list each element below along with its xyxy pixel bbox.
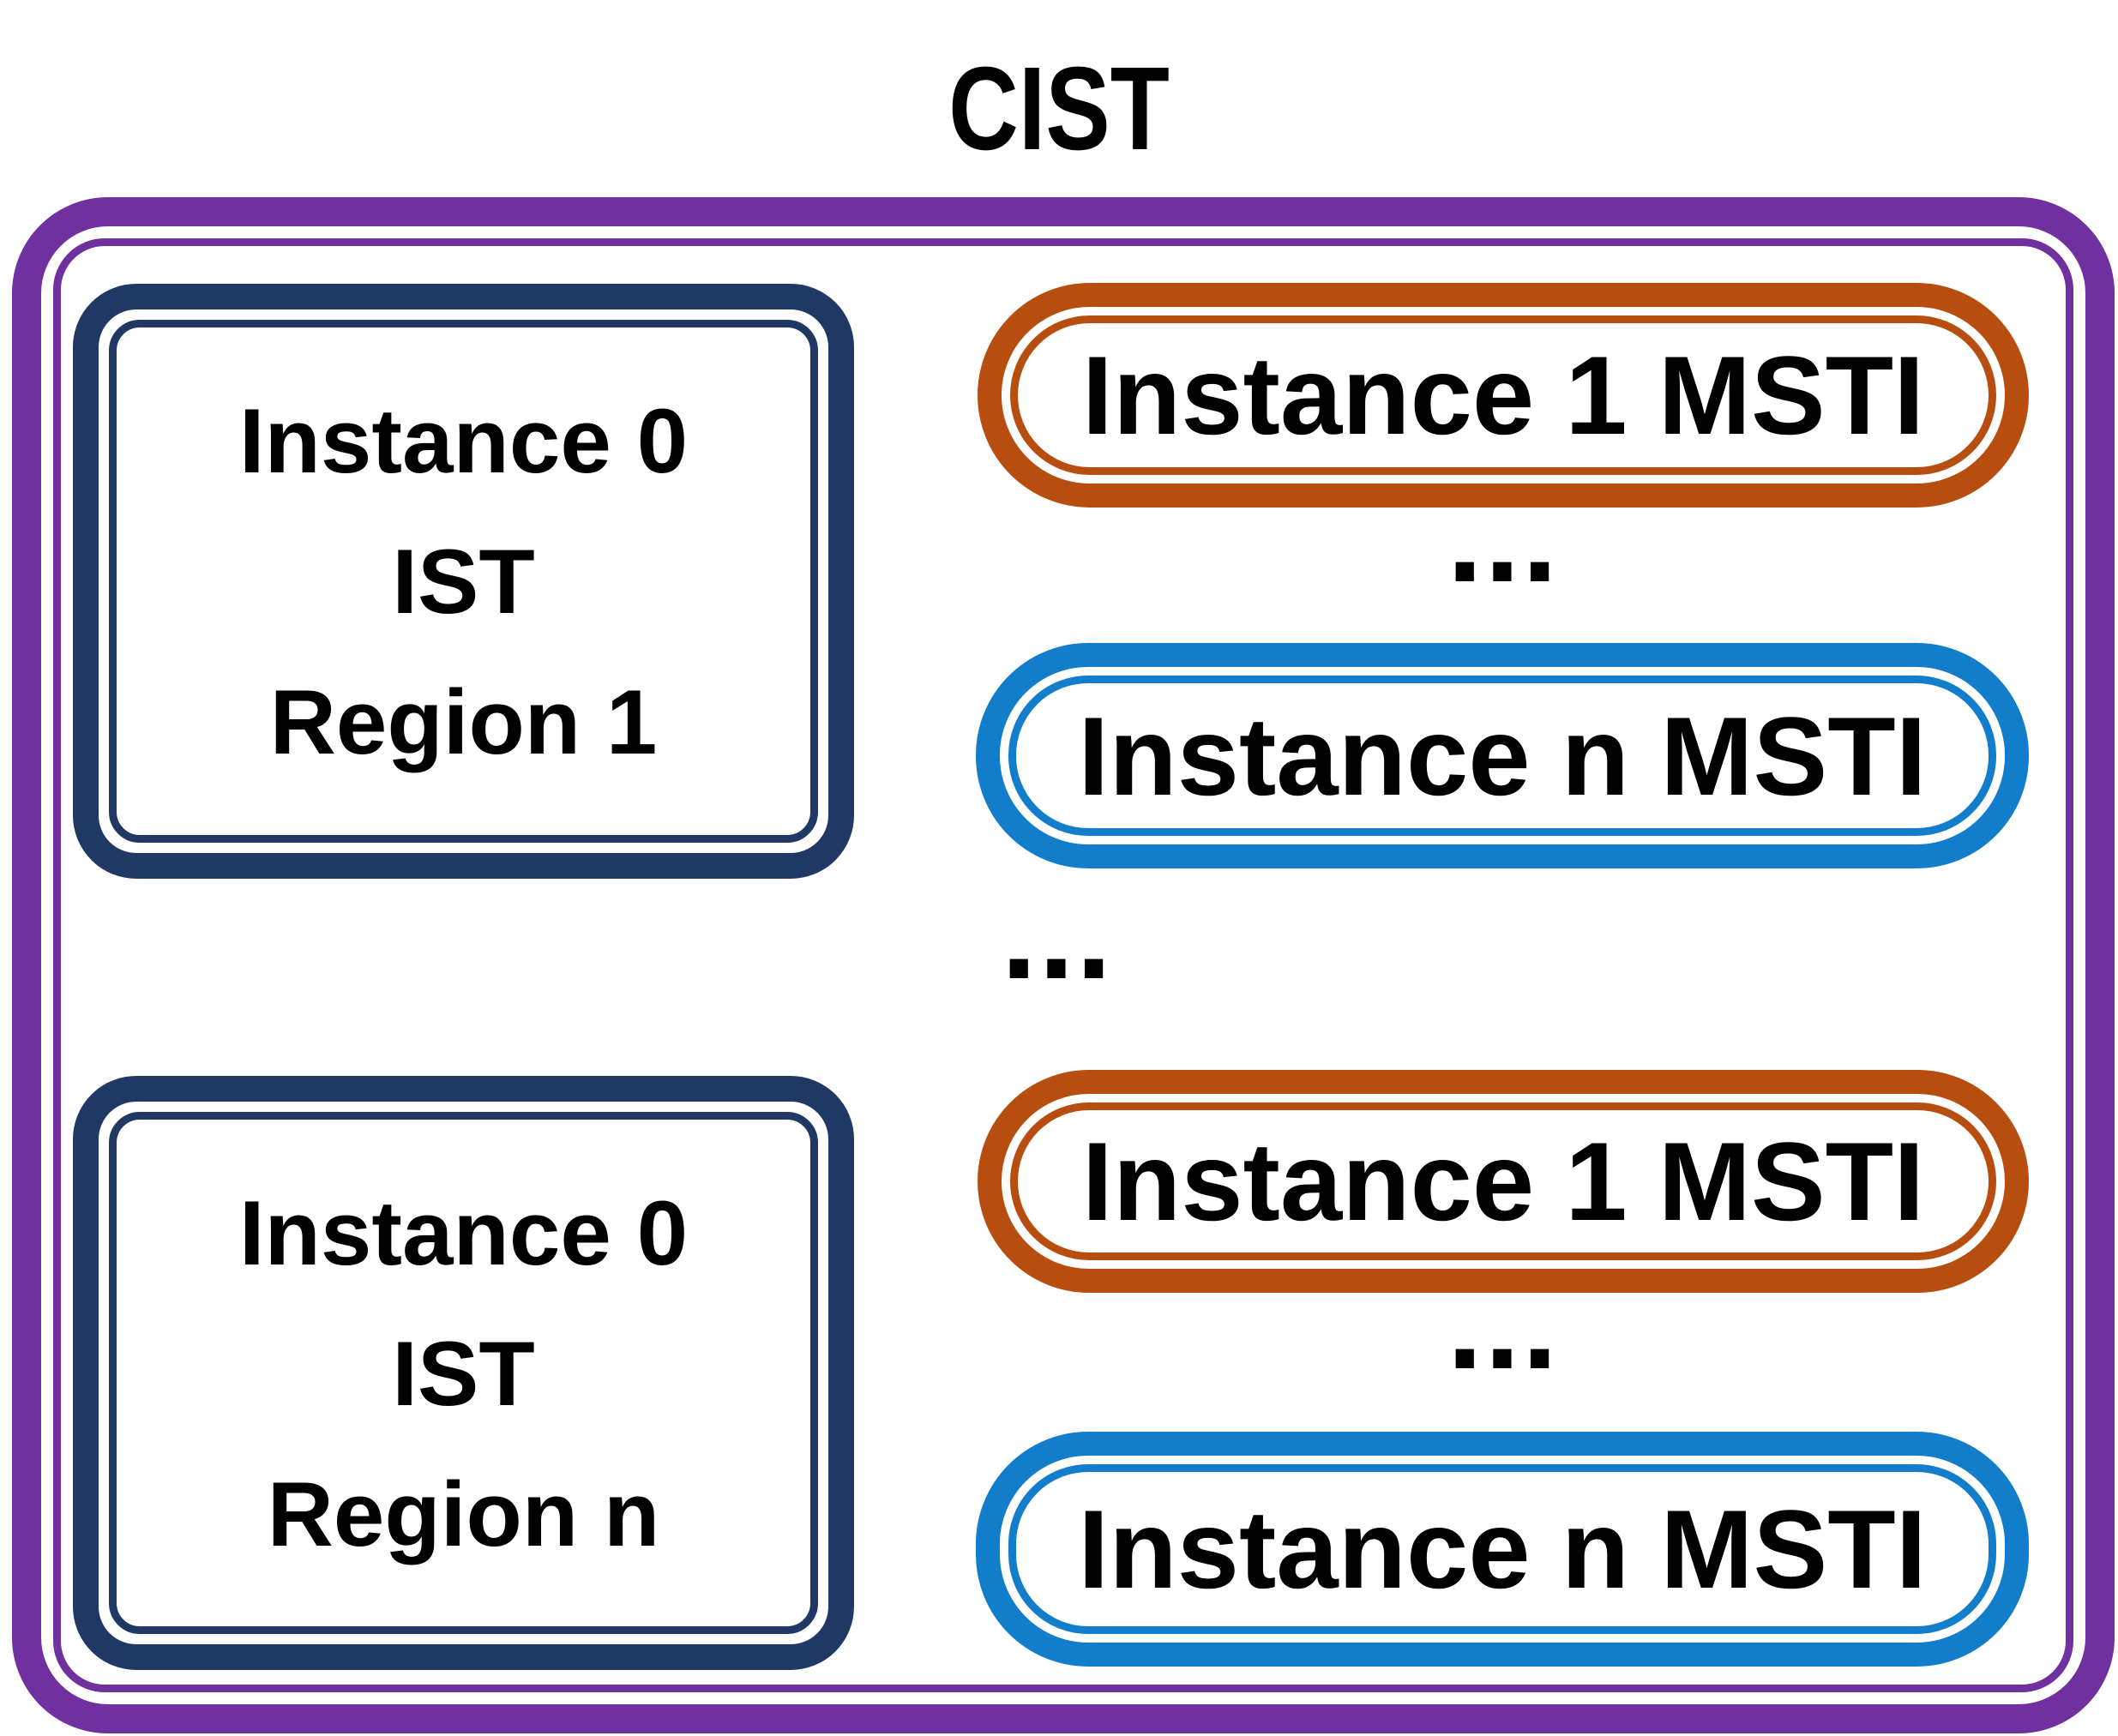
region-n-msti-last-box: Instance n MSTI <box>976 1432 2029 1667</box>
region1-msti-first-label: Instance 1 MSTI <box>1081 333 1925 458</box>
region1-msti-ellipsis-zone: ... <box>978 472 2029 643</box>
regions-ellipsis-zone: ... <box>946 869 1169 1037</box>
regions-ellipsis: ... <box>1001 862 1114 1006</box>
region1-msti-last-label: Instance n MSTI <box>1078 693 1927 819</box>
region-n-msti-first-label: Instance 1 MSTI <box>1081 1119 1925 1244</box>
region1-ist-label: Instance 0 IST Region 1 <box>239 370 688 792</box>
diagram-title: CIST <box>948 43 1170 175</box>
region-n-ist-label-line3: Region n <box>267 1462 660 1565</box>
region-n-msti-first-box: Instance 1 MSTI <box>978 1070 2029 1293</box>
region-n-ist-label-line2: IST <box>392 1321 535 1425</box>
region1-ist-label-line1: Instance 0 <box>238 389 689 492</box>
region1-ist-label-line3: Region 1 <box>269 670 658 773</box>
region1-msti-ellipsis: ... <box>1447 465 1560 609</box>
region1-ist-label-line2: IST <box>392 530 535 633</box>
region-n-msti-ellipsis: ... <box>1447 1252 1560 1396</box>
region-n-ist-label: Instance 0 IST Region n <box>239 1162 688 1584</box>
region-n-msti-last-label: Instance n MSTI <box>1078 1487 1927 1612</box>
region-n-ist-label-line1: Instance 0 <box>238 1180 689 1284</box>
region1-msti-last-box: Instance n MSTI <box>976 643 2029 868</box>
region-n-msti-ellipsis-zone: ... <box>978 1259 2029 1432</box>
region-n-ist-box: Instance 0 IST Region n <box>73 1076 854 1670</box>
region1-ist-box: Instance 0 IST Region 1 <box>73 284 854 879</box>
